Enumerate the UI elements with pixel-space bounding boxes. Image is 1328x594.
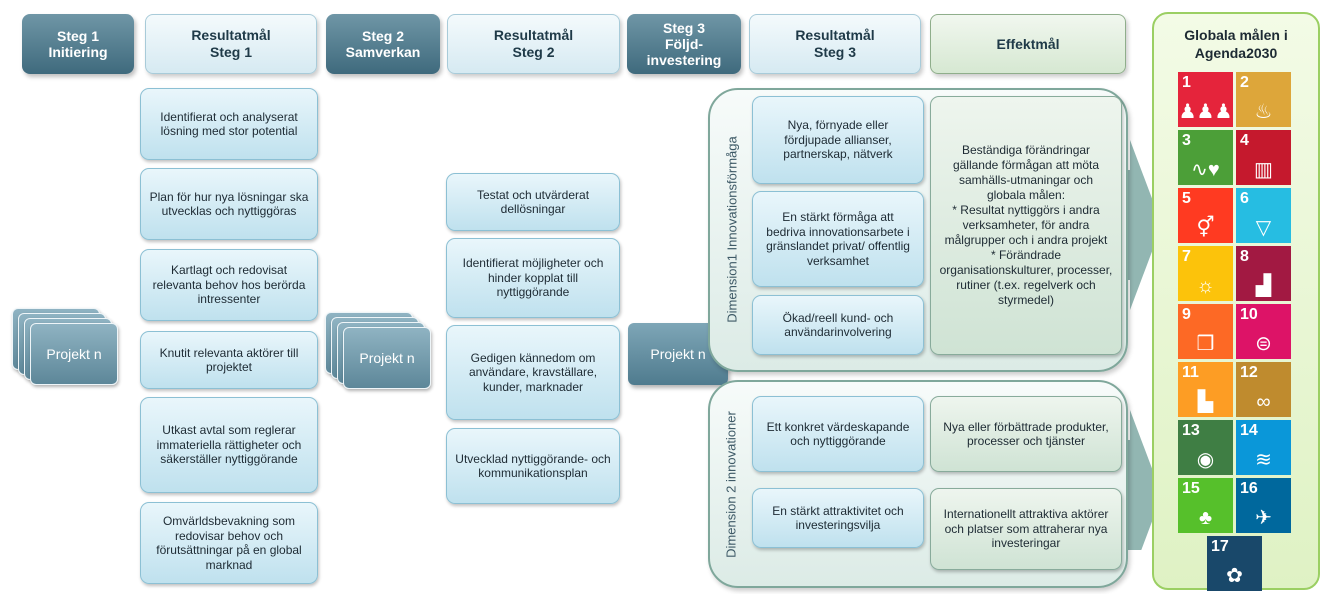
sdg-goal-16: 16 ✈ bbox=[1236, 478, 1291, 533]
sdg-goal-12: 12 ∞ bbox=[1236, 362, 1291, 417]
sdg-goal-7: 7☼ bbox=[1178, 246, 1233, 301]
dove-icon: ✈ bbox=[1255, 507, 1272, 529]
sdg-goal-6: 6▽ bbox=[1236, 188, 1291, 243]
sdg-goal-number: 16 bbox=[1240, 480, 1258, 497]
projekt-label: Projekt n bbox=[359, 350, 415, 366]
dim2-effektmal-2: Internationellt attraktiva aktörer och p… bbox=[930, 488, 1122, 570]
dim2-result-1: Ett konkret värdeskapande och nyttiggöra… bbox=[752, 396, 924, 472]
tree-icon: ♣ bbox=[1198, 507, 1213, 529]
eye-icon: ◉ bbox=[1196, 449, 1215, 471]
dim1-result-2: En stärkt förmåga att bedriva innovation… bbox=[752, 191, 924, 287]
city-icon: ▙ bbox=[1197, 391, 1214, 413]
sdg-goal-number: 9 bbox=[1182, 306, 1191, 323]
header-steg3: Steg 3 Följd- investering bbox=[627, 14, 741, 74]
sun-icon: ☼ bbox=[1196, 275, 1215, 297]
sdg-goal-14: 14 ≋ bbox=[1236, 420, 1291, 475]
steg2-result-1: Testat och utvärderat dellösningar bbox=[446, 173, 620, 231]
book-icon: ▥ bbox=[1254, 159, 1273, 181]
steg1-result-3: Kartlagt och redovisat relevanta behov h… bbox=[140, 249, 318, 321]
header-steg1: Steg 1 Initiering bbox=[22, 14, 134, 74]
sdg-goal-2: 2♨ bbox=[1236, 72, 1291, 127]
sdg-goal-number: 12 bbox=[1240, 364, 1258, 381]
sdg-goal-number: 11 bbox=[1182, 364, 1199, 381]
header-effektmal: Effektmål bbox=[930, 14, 1126, 74]
sdg-goal-number: 8 bbox=[1240, 248, 1249, 265]
sdg-goal-number: 13 bbox=[1182, 422, 1200, 439]
sdg-goal-17: 17 ✿ bbox=[1207, 536, 1262, 591]
steg1-result-2: Plan för hur nya lösningar ska utvecklas… bbox=[140, 168, 318, 240]
dimension1-label: Dimension1 Innovationsförmåga bbox=[724, 136, 740, 323]
projekt-stack-steg2: Projekt n bbox=[325, 312, 435, 392]
infinity-icon: ∞ bbox=[1256, 391, 1271, 413]
cubes-icon: ❒ bbox=[1196, 333, 1215, 355]
sdg-goal-number: 17 bbox=[1211, 538, 1229, 555]
dim1-result-1: Nya, förnyade eller fördjupade allianser… bbox=[752, 96, 924, 184]
sdg-goal-4: 4▥ bbox=[1236, 130, 1291, 185]
fish-icon: ≋ bbox=[1255, 449, 1272, 471]
dim2-result-2: En stärkt attraktivitet och investerings… bbox=[752, 488, 924, 548]
projekt-label: Projekt n bbox=[46, 346, 102, 362]
sdg-goal-11: 11 ▙ bbox=[1178, 362, 1233, 417]
sdg-goal-15: 15 ♣ bbox=[1178, 478, 1233, 533]
steg1-result-4: Knutit relevanta aktörer till projektet bbox=[140, 331, 318, 389]
projekt-stack-steg1: Projekt n bbox=[12, 308, 122, 388]
sdg-goal-number: 6 bbox=[1240, 190, 1249, 207]
sdg-goal-13: 13 ◉ bbox=[1178, 420, 1233, 475]
sdg-goal-3: 3∿♥ bbox=[1178, 130, 1233, 185]
gender-icon: ⚥ bbox=[1196, 217, 1215, 239]
header-steg2: Steg 2 Samverkan bbox=[326, 14, 440, 74]
dim1-result-3: Ökad/reell kund- och användarinvolvering bbox=[752, 295, 924, 355]
dimension2-label: Dimension 2 innovationer bbox=[723, 411, 739, 558]
header-resultatmal-steg3: Resultatmål Steg 3 bbox=[749, 14, 921, 74]
sdg-goal-number: 14 bbox=[1240, 422, 1258, 439]
header-resultatmal-steg2: Resultatmål Steg 2 bbox=[447, 14, 620, 74]
sdg-title: Globala målen i Agenda2030 bbox=[1184, 27, 1288, 61]
dim2-effektmal-1: Nya eller förbättrade produkter, process… bbox=[930, 396, 1122, 472]
equal-icon: ⊜ bbox=[1255, 333, 1272, 355]
steg2-result-4: Utvecklad nyttiggörande- och kommunikati… bbox=[446, 428, 620, 504]
steg1-result-6: Omvärldsbevakning som redovisar behov oc… bbox=[140, 502, 318, 584]
sdg-goal-1: 1 ♟♟♟ bbox=[1178, 72, 1233, 127]
sdg-goal-5: 5⚥ bbox=[1178, 188, 1233, 243]
header-resultatmal-steg1: Resultatmål Steg 1 bbox=[145, 14, 317, 74]
dim1-effektmal: Beständiga förändringar gällande förmåga… bbox=[930, 96, 1122, 355]
sdg-goal-number: 10 bbox=[1240, 306, 1258, 323]
sdg-goal-8: 8▟ bbox=[1236, 246, 1291, 301]
partnership-flower-icon: ✿ bbox=[1226, 565, 1243, 587]
heartbeat-icon: ∿♥ bbox=[1191, 159, 1220, 181]
steg2-result-2: Identifierat möjligheter och hinder kopp… bbox=[446, 238, 620, 318]
sdg-goal-number: 7 bbox=[1182, 248, 1191, 265]
sdg-goal-number: 3 bbox=[1182, 132, 1191, 149]
sdg-goal-number: 5 bbox=[1182, 190, 1191, 207]
sdg-goal-number: 1 bbox=[1182, 74, 1191, 91]
growth-chart-icon: ▟ bbox=[1255, 275, 1272, 297]
sdg-goal-number: 4 bbox=[1240, 132, 1249, 149]
bowl-icon: ♨ bbox=[1254, 101, 1273, 123]
steg1-result-1: Identifierat och analyserat lösning med … bbox=[140, 88, 318, 160]
water-icon: ▽ bbox=[1255, 217, 1272, 239]
people-icon: ♟♟♟ bbox=[1178, 101, 1233, 123]
sdg-goal-9: 9❒ bbox=[1178, 304, 1233, 359]
steg2-result-3: Gedigen kännedom om användare, kravställ… bbox=[446, 325, 620, 420]
sdg-goal-number: 2 bbox=[1240, 74, 1249, 91]
sdg-goal-number: 15 bbox=[1182, 480, 1200, 497]
steg1-result-5: Utkast avtal som reglerar immateriella r… bbox=[140, 397, 318, 493]
sdg-goal-10: 10 ⊜ bbox=[1236, 304, 1291, 359]
